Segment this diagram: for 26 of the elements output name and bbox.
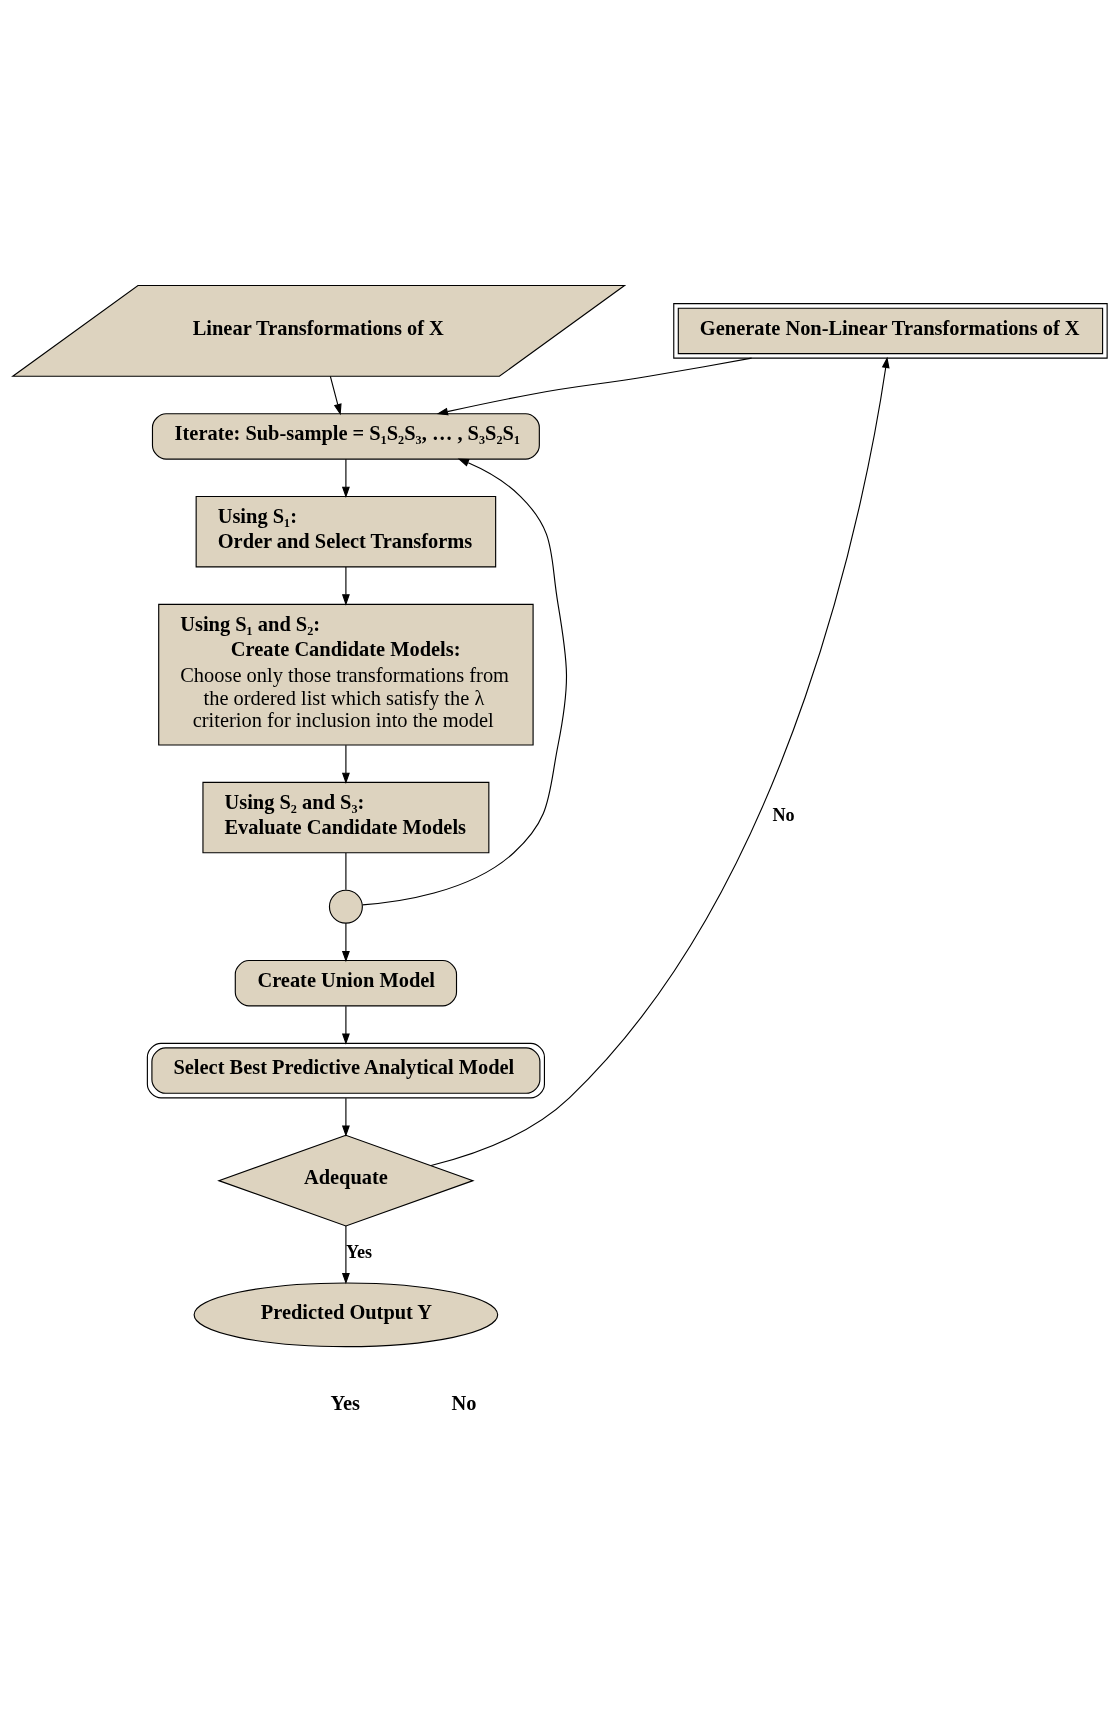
arrow xyxy=(361,458,568,905)
node-box: Using S₁: Order and Select Transforms xyxy=(195,495,497,567)
node-box: Using S₂ and S₃: Evaluate Candidate Models xyxy=(202,781,490,853)
arrow xyxy=(341,744,350,784)
connector xyxy=(345,852,347,890)
node-ellipse: Predicted Output Y xyxy=(193,1281,499,1347)
arrow xyxy=(341,1225,350,1284)
node-box: Using S₁ and S₂: Create Candidate Models: Choose only those transformations from the ordered list which satisfy the λ criterion for inclusion into the model xyxy=(158,603,534,746)
arrow xyxy=(341,1005,350,1045)
arrow xyxy=(341,565,350,606)
arrow xyxy=(436,357,753,415)
node-box: Generate Non-Linear Transformations of X xyxy=(673,302,1108,359)
node-box: Select Best Predictive Analytical Model xyxy=(146,1042,545,1098)
node-box: Create Union Model xyxy=(234,959,458,1006)
arrow xyxy=(341,1097,350,1137)
arrow xyxy=(329,375,342,415)
node-diamond: Adequate xyxy=(217,1134,475,1227)
arrow xyxy=(341,922,350,962)
node-circle xyxy=(328,889,363,924)
edge-label: Yes xyxy=(345,1241,373,1262)
arrow xyxy=(341,458,350,498)
arrow xyxy=(430,356,890,1166)
label: No xyxy=(451,1391,477,1414)
edge-label: No xyxy=(772,804,795,825)
node-box: Iterate: Sub-sample = S₁S₂S₃, … , S₃S₂S₁ xyxy=(151,412,540,460)
label: Yes xyxy=(330,1391,361,1414)
